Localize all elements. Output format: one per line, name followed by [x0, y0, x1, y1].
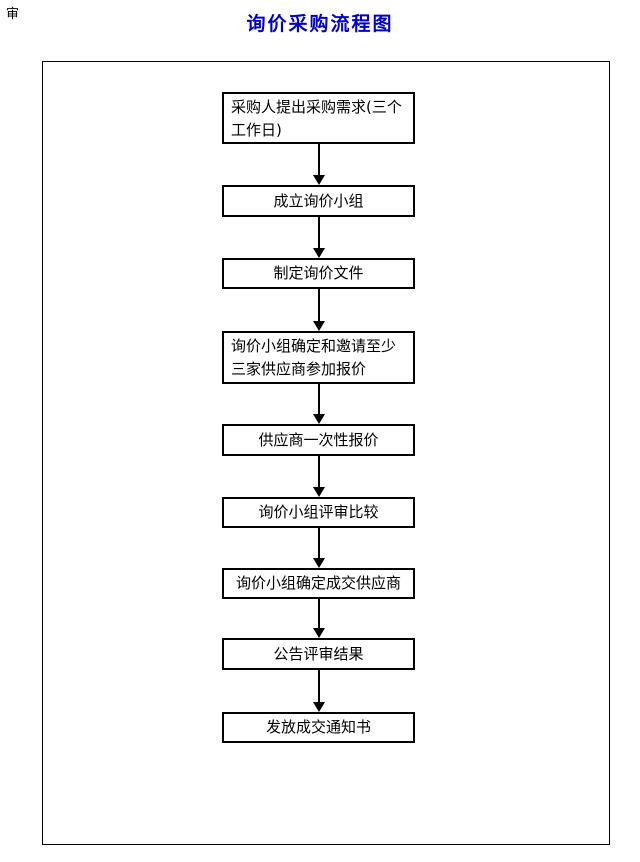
arrow-head-icon	[312, 702, 325, 712]
arrow-head-icon	[312, 487, 325, 497]
arrow-down-connector	[312, 528, 325, 568]
arrow-shaft	[317, 670, 320, 702]
corner-review-mark: 审	[6, 7, 20, 22]
flow-step-review-compare: 询价小组评审比较	[222, 497, 415, 528]
flow-step-one-time-quotation: 供应商一次性报价	[222, 424, 415, 456]
arrow-head-icon	[312, 321, 325, 331]
arrow-head-icon	[312, 414, 325, 424]
arrow-head-icon	[312, 558, 325, 568]
flow-step-issue-award-notice: 发放成交通知书	[222, 712, 415, 743]
arrow-down-connector	[312, 670, 325, 712]
arrow-down-connector	[312, 144, 325, 185]
arrow-shaft	[317, 217, 320, 248]
arrow-head-icon	[312, 628, 325, 638]
flow-step-purchase-request: 采购人提出采购需求(三个工作日)	[222, 92, 415, 144]
arrow-shaft	[317, 456, 320, 487]
arrow-shaft	[317, 144, 320, 175]
flow-step-form-inquiry-team: 成立询价小组	[222, 185, 415, 217]
arrow-head-icon	[312, 175, 325, 185]
flow-step-determine-winning-supplier: 询价小组确定成交供应商	[222, 568, 415, 599]
arrow-shaft	[317, 289, 320, 321]
arrow-down-connector	[312, 384, 325, 424]
flow-step-announce-results: 公告评审结果	[222, 638, 415, 670]
arrow-head-icon	[312, 248, 325, 258]
arrow-shaft	[317, 384, 320, 414]
arrow-down-connector	[312, 289, 325, 331]
flow-step-invite-suppliers: 询价小组确定和邀请至少三家供应商参加报价	[222, 331, 415, 384]
arrow-shaft	[317, 599, 320, 628]
page-title: 询价采购流程图	[246, 13, 394, 35]
arrow-shaft	[317, 528, 320, 558]
flow-step-draft-inquiry-document: 制定询价文件	[222, 258, 415, 289]
arrow-down-connector	[312, 599, 325, 638]
arrow-down-connector	[312, 217, 325, 258]
arrow-down-connector	[312, 456, 325, 497]
